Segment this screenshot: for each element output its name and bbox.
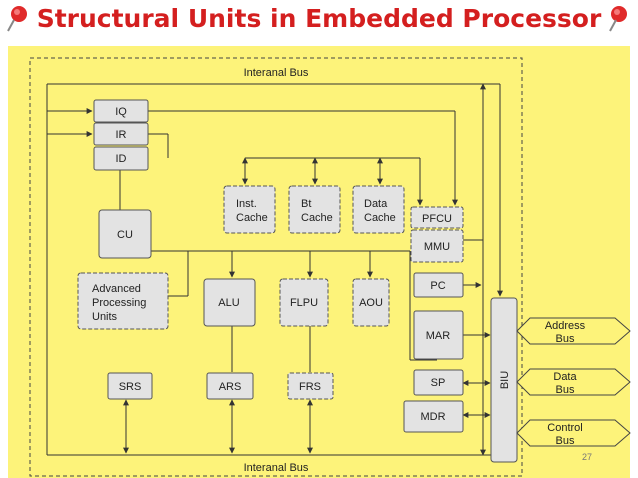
- ars-block: ARS: [206, 372, 254, 400]
- svg-text:Control: Control: [547, 422, 582, 434]
- biu-block: BIU: [490, 297, 518, 463]
- mdr-block: MDR: [403, 400, 464, 433]
- slide-number: 27: [582, 452, 593, 462]
- pushpin-icon: [609, 6, 627, 32]
- svg-text:AOU: AOU: [359, 297, 383, 309]
- svg-text:MAR: MAR: [426, 330, 451, 342]
- svg-text:BIU: BIU: [499, 371, 511, 389]
- svg-text:CU: CU: [117, 229, 133, 241]
- pfcu-block: PFCU: [410, 206, 464, 229]
- control-bus-arrow: Control Bus: [516, 419, 631, 447]
- svg-text:Bus: Bus: [556, 333, 575, 345]
- svg-text:Bt: Bt: [301, 198, 311, 210]
- svg-text:PC: PC: [430, 280, 445, 292]
- svg-text:Address: Address: [545, 320, 586, 332]
- bt-cache-block: Bt Cache: [288, 185, 341, 234]
- svg-text:IR: IR: [116, 129, 127, 141]
- mar-block: MAR: [413, 310, 464, 360]
- inst-cache-block: Inst. Cache: [223, 185, 276, 234]
- pushpin-icon: [7, 6, 27, 32]
- svg-text:SP: SP: [431, 377, 446, 389]
- svg-text:MDR: MDR: [420, 411, 445, 423]
- slide-title: Structural Units in Embedded Processor: [36, 4, 602, 33]
- svg-text:MMU: MMU: [424, 241, 450, 253]
- advanced-processing-units-block: Advanced Processing Units: [77, 272, 169, 330]
- svg-text:FLPU: FLPU: [290, 297, 318, 309]
- svg-text:Inst.: Inst.: [236, 198, 257, 210]
- data-bus-arrow: Data Bus: [516, 368, 631, 396]
- svg-text:Cache: Cache: [364, 212, 396, 224]
- svg-text:Data: Data: [364, 198, 388, 210]
- ir-block: IR: [93, 122, 149, 146]
- internal-bus-bottom-label: Interanal Bus: [244, 462, 309, 474]
- pc-block: PC: [413, 272, 464, 298]
- svg-text:ALU: ALU: [218, 297, 239, 309]
- mmu-block: MMU: [410, 229, 464, 263]
- svg-text:Bus: Bus: [556, 384, 575, 396]
- svg-text:Data: Data: [553, 371, 577, 383]
- processor-boundary: [29, 57, 523, 477]
- svg-text:Cache: Cache: [301, 212, 333, 224]
- internal-bus-top-label: Interanal Bus: [244, 67, 309, 79]
- svg-text:SRS: SRS: [119, 381, 142, 393]
- svg-text:Cache: Cache: [236, 212, 268, 224]
- svg-text:Units: Units: [92, 311, 118, 323]
- svg-text:ID: ID: [116, 153, 127, 165]
- alu-block: ALU: [203, 278, 256, 327]
- srs-block: SRS: [107, 372, 153, 400]
- aou-block: AOU: [352, 278, 390, 327]
- svg-text:FRS: FRS: [299, 381, 321, 393]
- id-block: ID: [93, 146, 149, 171]
- svg-text:Advanced: Advanced: [92, 283, 141, 295]
- svg-text:Bus: Bus: [556, 435, 575, 447]
- frs-block: FRS: [287, 372, 334, 400]
- data-cache-block: Data Cache: [352, 185, 405, 234]
- iq-block: IQ: [93, 99, 149, 123]
- cu-block: CU: [98, 209, 152, 259]
- svg-text:Processing: Processing: [92, 297, 146, 309]
- address-bus-arrow: Address Bus: [516, 317, 631, 345]
- svg-text:IQ: IQ: [115, 106, 127, 118]
- svg-text:PFCU: PFCU: [422, 213, 452, 225]
- sp-block: SP: [413, 369, 464, 396]
- flpu-block: FLPU: [279, 278, 329, 327]
- svg-text:ARS: ARS: [219, 381, 242, 393]
